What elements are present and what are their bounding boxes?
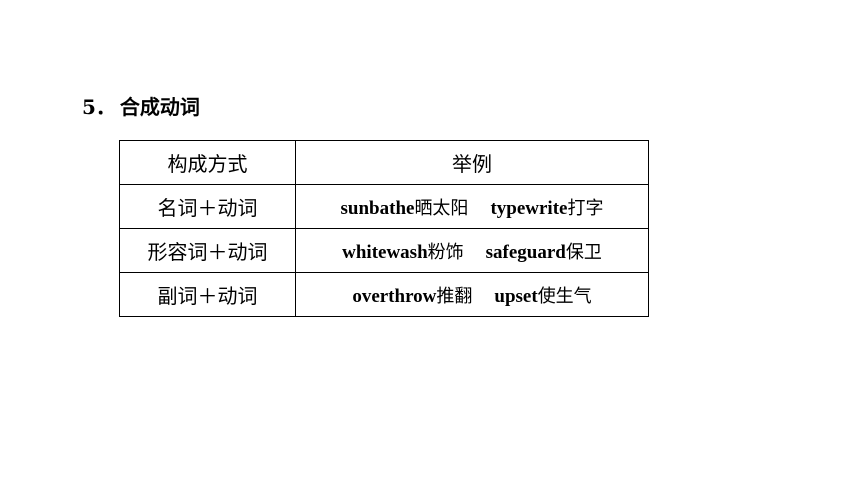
row-examples: overthrow推翻 upset使生气 xyxy=(295,272,649,317)
example-chinese: 打字 xyxy=(567,197,604,219)
table-row: 副词＋动词 overthrow推翻 upset使生气 xyxy=(119,272,649,317)
row-method: 副词＋动词 xyxy=(119,272,296,317)
section-heading: 5．合成动词 xyxy=(82,94,200,120)
example-english: whitewash xyxy=(342,241,428,263)
row-examples: whitewash粉饰 safeguard保卫 xyxy=(295,228,649,273)
table-row: 形容词＋动词 whitewash粉饰 safeguard保卫 xyxy=(119,228,649,273)
example-english: safeguard xyxy=(485,241,566,263)
example-chinese: 保卫 xyxy=(565,241,602,263)
section-number: 5． xyxy=(82,95,116,119)
header-examples: 举例 xyxy=(295,140,649,185)
section-title: 合成动词 xyxy=(119,95,200,119)
header-method: 构成方式 xyxy=(119,140,296,185)
compound-verb-table: 构成方式 举例 名词＋动词 sunbathe晒太阳 typewrite打字 形容词… xyxy=(119,140,649,317)
row-examples: sunbathe晒太阳 typewrite打字 xyxy=(295,184,649,229)
example-english: upset xyxy=(494,285,538,307)
row-method: 形容词＋动词 xyxy=(119,228,296,273)
table-header-row: 构成方式 举例 xyxy=(119,140,649,185)
example-chinese: 粉饰 xyxy=(427,241,464,263)
example-english: typewrite xyxy=(490,197,568,219)
example-chinese: 推翻 xyxy=(436,285,473,307)
example-chinese: 使生气 xyxy=(537,285,592,307)
example-chinese: 晒太阳 xyxy=(414,197,469,219)
table-row: 名词＋动词 sunbathe晒太阳 typewrite打字 xyxy=(119,184,649,229)
row-method: 名词＋动词 xyxy=(119,184,296,229)
example-english: sunbathe xyxy=(340,197,415,219)
example-english: overthrow xyxy=(352,285,437,307)
